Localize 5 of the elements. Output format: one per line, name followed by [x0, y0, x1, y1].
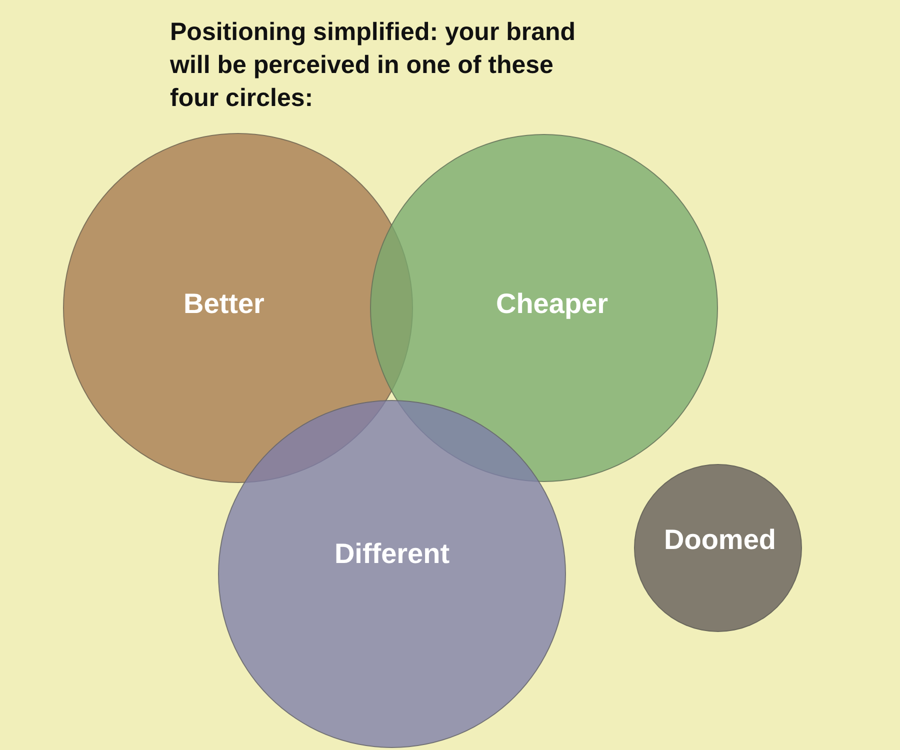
- circle-label: Cheaper: [496, 288, 608, 320]
- circle-label: Doomed: [664, 524, 776, 556]
- circle-label: Different: [334, 538, 450, 570]
- title: Positioning simplified: your brand will be perceived in one of these four circles:: [170, 17, 577, 114]
- circle-label: Better: [184, 288, 264, 320]
